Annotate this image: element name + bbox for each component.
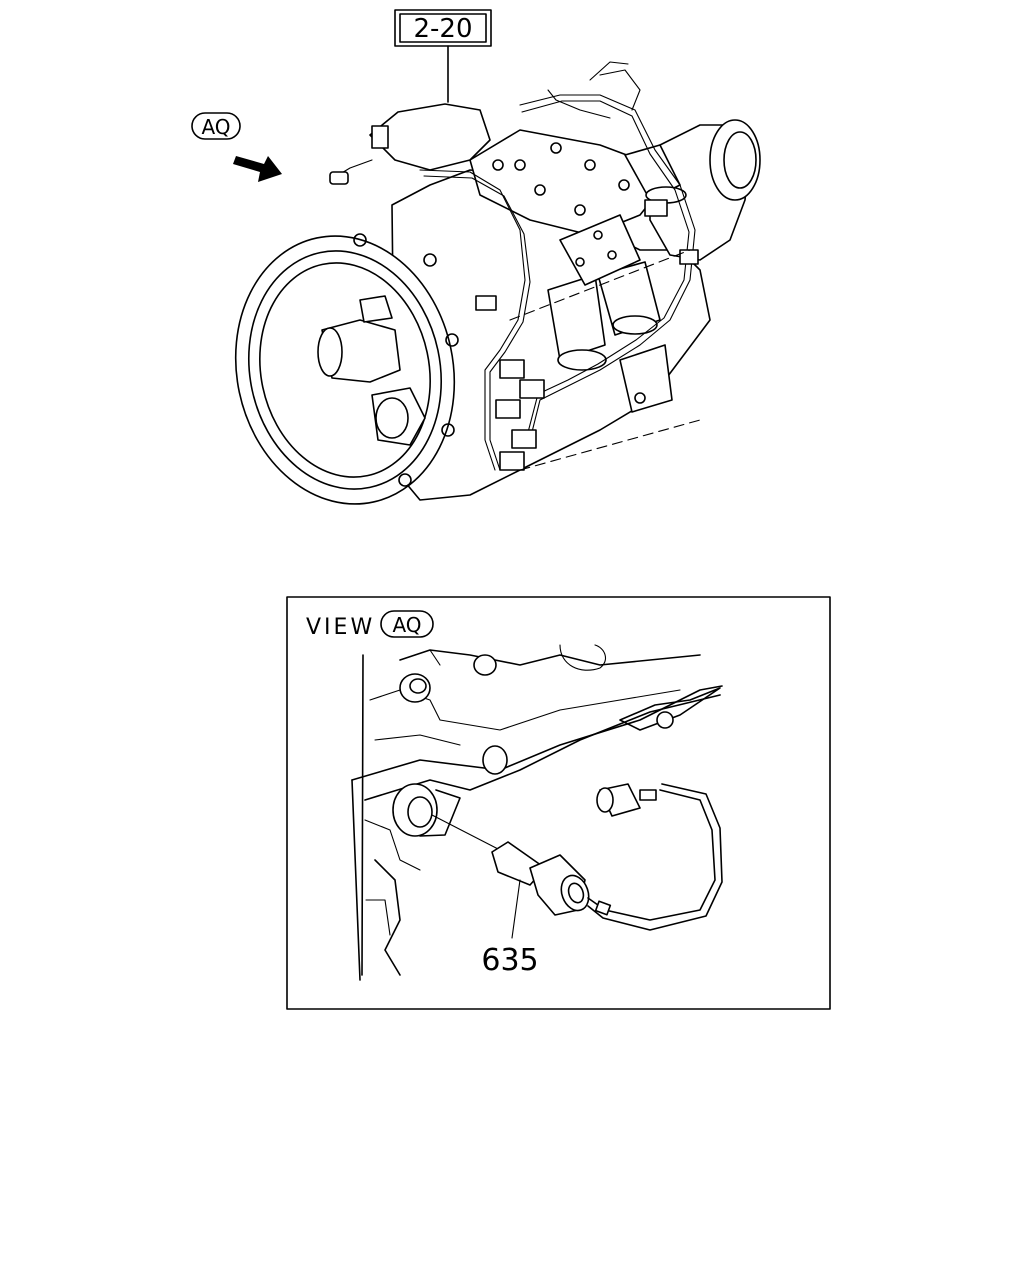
part-number-label: 635 [481,943,538,978]
inset-view-panel: VIEW AQ [286,596,831,1010]
part-number-callout[interactable]: 635 [481,879,539,978]
speed-sensor-part[interactable] [491,783,723,931]
inset-view-marker-ring [380,610,434,638]
inset-frame [286,596,831,1010]
section-ref-label: 2-20 [413,14,472,44]
section-ref-callout[interactable]: 2-20 [394,9,492,103]
transmission-assembly-drawing [234,61,761,505]
inset-view-label: VIEW [306,615,375,640]
view-marker-label: AQ [201,115,230,139]
view-marker-aq[interactable]: AQ [191,112,241,140]
view-direction-arrow-icon [233,156,282,182]
inset-view-marker-label: AQ [392,613,421,637]
housing-closeup-drawing [351,644,723,981]
